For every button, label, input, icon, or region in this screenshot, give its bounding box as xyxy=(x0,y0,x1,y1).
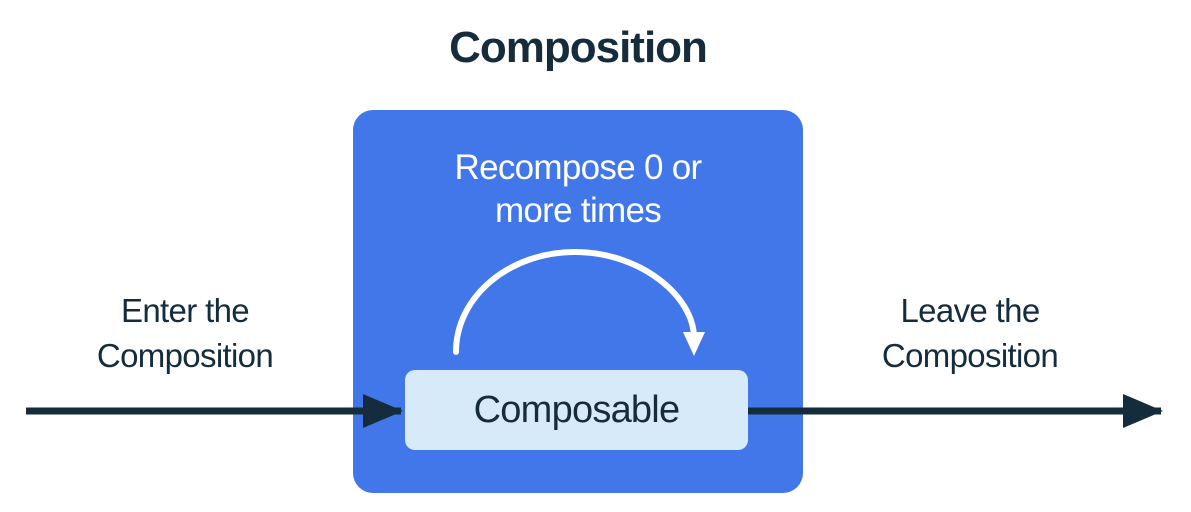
enter-label-line1: Enter the xyxy=(121,292,250,329)
recompose-label-line1: Recompose 0 or xyxy=(454,148,703,187)
recompose-label-line2: more times xyxy=(494,191,662,230)
diagram-title: Composition xyxy=(449,23,708,72)
enter-label: Enter the Composition xyxy=(96,288,274,378)
composable-box: Composable xyxy=(405,370,748,450)
leave-label: Leave the Composition xyxy=(881,288,1059,378)
recompose-label: Recompose 0 or more times xyxy=(454,146,703,232)
enter-label-line2: Composition xyxy=(96,337,274,374)
leave-label-line1: Leave the xyxy=(900,292,1040,329)
leave-label-line2: Composition xyxy=(881,337,1059,374)
composable-label: Composable xyxy=(473,388,681,431)
